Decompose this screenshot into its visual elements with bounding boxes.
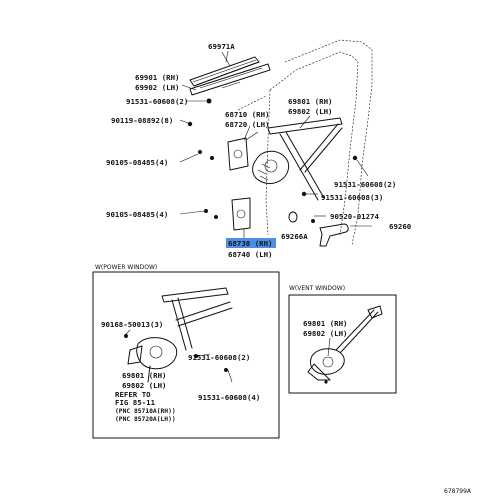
window-regulator-main: [252, 117, 369, 201]
refer-fig-text: FIG 85-11: [115, 398, 156, 407]
label-68730-rh[interactable]: 68730 (RH): [228, 239, 273, 248]
label-68740-lh: 68740 (LH): [228, 250, 273, 259]
bolt-91531-upper: [186, 98, 212, 104]
glass-run-strip-69971a: [189, 51, 260, 87]
label-69801-rh: 69801 (RH): [288, 97, 333, 106]
label-69902-lh: 69902 (LH): [135, 83, 180, 92]
label-68720-lh: 68720 (LH): [225, 120, 270, 129]
power-window-box: W(POWER WINDOW) 90168-50013(3) 91531-606…: [92, 264, 280, 439]
door-frame-outline: [237, 39, 373, 246]
label-69901-rh: 69901 (RH): [135, 73, 180, 82]
label-90520-01274: 90520-01274: [330, 212, 379, 221]
label-91531-60608-4-pw: 91531-60608(4): [198, 393, 260, 402]
label-69260: 69260: [389, 222, 411, 231]
label-91531-60608-2: 91531-60608(2): [126, 97, 188, 106]
label-91531-60608-2b: 91531-60608(2): [334, 180, 396, 189]
bracket-68710: [179, 125, 259, 171]
label-69802-lh-pw: 69802 (LH): [122, 381, 167, 390]
label-91531-60608-2-pw: 91531-60608(2): [188, 353, 250, 362]
refer-pnc-rh: (PNC 85710A(RH)): [115, 408, 176, 415]
label-69801-rh-pw: 69801 (RH): [122, 371, 167, 380]
figure-id: 678799A: [444, 488, 472, 495]
label-69801-rh-vent: 69801 (RH): [303, 319, 348, 328]
power-window-title: W(POWER WINDOW): [95, 264, 157, 271]
vent-window-box: W(VENT WINDOW) 69801 (RH) 69802 (LH): [288, 285, 397, 394]
bolt-90119: [179, 119, 193, 127]
refer-pnc-lh: (PNC 85720A(LH)): [115, 416, 176, 423]
label-90105-08485-lower: 90105-08485(4): [106, 210, 168, 219]
label-90168-50013-3: 90168-50013(3): [101, 320, 163, 329]
refer-to-text: REFER TO: [115, 390, 151, 399]
division-bar-69901: [189, 63, 271, 96]
label-90105-08485-upper: 90105-08485(4): [106, 158, 168, 167]
label-90119-08892-8: 90119-08892(8): [111, 116, 173, 125]
regulator-handle-69260: [288, 211, 372, 247]
label-69802-lh: 69802 (LH): [288, 107, 333, 116]
bracket-68730: [179, 197, 251, 241]
vent-window-title: W(VENT WINDOW): [289, 285, 345, 292]
highlight-68730: [226, 238, 276, 248]
label-68710-rh: 68710 (RH): [225, 110, 270, 119]
label-91531-60608-3: 91531-60608(3): [321, 193, 383, 202]
label-69971a: 69971A: [208, 42, 235, 51]
label-69802-lh-vent: 69802 (LH): [303, 329, 348, 338]
label-69266a: 69266A: [281, 232, 308, 241]
